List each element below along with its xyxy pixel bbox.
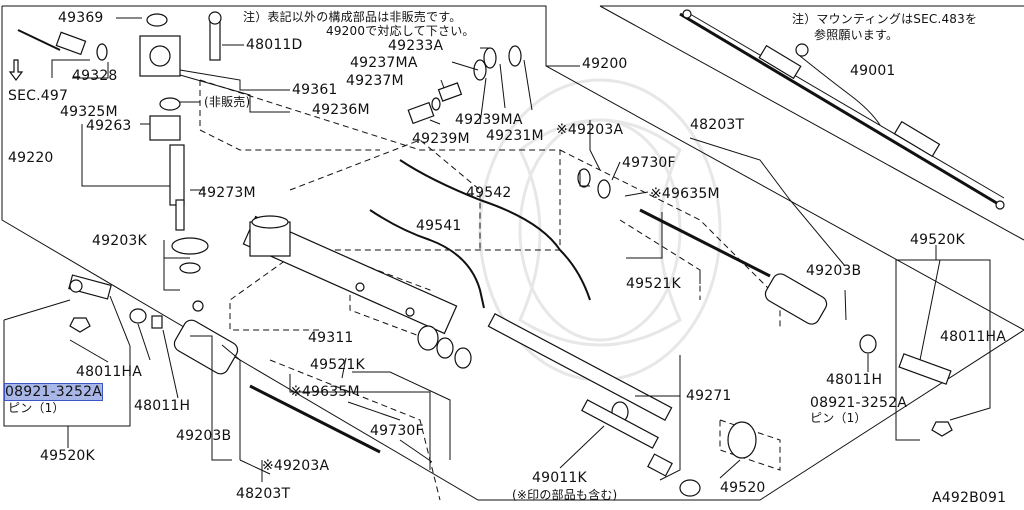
label-48011HA-right: 48011HA [940, 329, 1007, 345]
label-49200: 49200 [582, 56, 628, 72]
label-49521K-top: 49521K [626, 276, 681, 292]
hydraulic-pipes [369, 159, 591, 309]
label-49239MA: 49239MA [455, 112, 523, 128]
label-49325M: 49325M [60, 104, 118, 120]
label-pin-right: ピン（1） [810, 411, 867, 425]
note-top-right-line2: 参照願います。 [814, 28, 899, 42]
rack-bar-49271 [487, 313, 673, 477]
label-49361: 49361 [292, 82, 338, 98]
label-49233A: 49233A [388, 38, 444, 54]
label-49203K: 49203K [92, 233, 147, 249]
label-49520K-left: 49520K [40, 448, 95, 464]
label-48203T-bottom: 48203T [236, 486, 291, 502]
label-49220: 49220 [8, 150, 54, 166]
label-08921-left-selected[interactable]: 08921-3252A [4, 383, 103, 401]
label-49541: 49541 [416, 218, 462, 234]
label-49236M: 49236M [312, 102, 370, 118]
label-49203A-mid: ※49203A [262, 458, 330, 474]
label-sec-497: SEC.497 [8, 88, 69, 104]
label-08921-right: 08921-3252A [810, 395, 907, 411]
label-49011K: 49011K [532, 470, 587, 486]
label-49203A-top: ※49203A [556, 122, 624, 138]
label-hi-hanbai: (非販売) [204, 95, 251, 109]
label-49203B-right: 49203B [806, 263, 862, 279]
label-49271: 49271 [686, 388, 732, 404]
label-49730F-mid: 49730F [370, 423, 424, 439]
pinion-parts [8, 11, 222, 274]
label-pin-left: ピン（1） [8, 401, 65, 415]
label-49001: 49001 [850, 63, 896, 79]
tie-rod-ends [68, 274, 953, 437]
assembly-outline [1, 5, 1024, 501]
label-48011H-right: 48011H [826, 372, 883, 388]
tie-rods [129, 208, 877, 459]
label-48203T-top: 48203T [690, 117, 745, 133]
label-49520: 49520 [720, 480, 766, 496]
label-49520K-right: 49520K [910, 232, 965, 248]
label-49231M: 49231M [486, 128, 544, 144]
label-49542: 49542 [466, 185, 512, 201]
diagram-id: A492B091 [932, 490, 1007, 506]
label-49521K-mid: 49521K [310, 357, 365, 373]
label-48011D: 48011D [246, 37, 303, 53]
label-48011H-left: 48011H [134, 398, 191, 414]
label-49203B-left: 49203B [176, 428, 232, 444]
note-top-right-line1: 注）マウンティングはSEC.483を [792, 12, 978, 26]
note-top-center-line1: 注）表記以外の構成部品は非販売です。 [243, 10, 462, 24]
label-49263: 49263 [86, 118, 132, 134]
label-49730F-top: 49730F [622, 155, 676, 171]
label-49237M: 49237M [346, 73, 404, 89]
rack-assembly-49001 [679, 9, 1005, 210]
label-49369: 49369 [58, 10, 104, 26]
label-49011K-note: (※印の部品も含む) [512, 488, 618, 502]
note-top-center-line2: 49200で対応して下さい。 [326, 24, 475, 38]
leader-lines [3, 17, 991, 482]
gear-housing-49311 [192, 215, 458, 335]
label-49273M: 49273M [198, 185, 256, 201]
label-49635M-mid: ※49635M [290, 384, 360, 400]
label-49328: 49328 [72, 68, 118, 84]
label-48011HA-left: 48011HA [76, 364, 143, 380]
label-49635M-top: ※49635M [650, 186, 720, 202]
label-49237MA: 49237MA [350, 55, 418, 71]
label-49311: 49311 [308, 330, 354, 346]
label-49239M: 49239M [412, 131, 470, 147]
